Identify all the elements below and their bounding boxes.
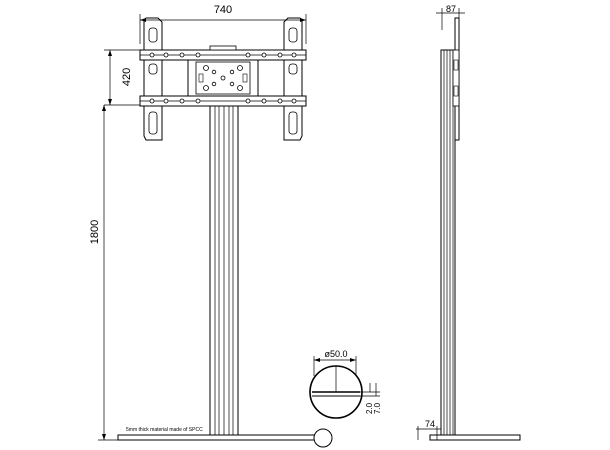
base-material-note: 5mm thick material made of SPCC xyxy=(126,427,203,433)
front-column xyxy=(209,105,239,441)
base-offset-label: 74 xyxy=(425,419,435,429)
bottom-horizontal-rail xyxy=(139,95,307,107)
depth-label: 87 xyxy=(446,4,456,14)
right-vertical-arm xyxy=(283,17,303,141)
tube-detail-view: ø50.0 2.0 7.0 xyxy=(309,349,382,419)
bracket-height-label: 420 xyxy=(121,68,133,86)
tube-diameter-label: ø50.0 xyxy=(324,349,347,359)
width-dimension-label: 740 xyxy=(214,4,232,16)
total-height-label: 1800 xyxy=(89,220,101,244)
center-mounting-plate xyxy=(187,59,259,97)
base-thickness-label-2: 7.0 xyxy=(373,402,382,414)
top-horizontal-rail xyxy=(139,45,307,61)
left-vertical-arm xyxy=(143,17,163,141)
front-view: 740 420 1800 xyxy=(89,4,333,448)
base-detail-marker xyxy=(313,428,333,448)
side-view: 87 74 xyxy=(416,4,521,441)
bracket-height-dimension: 420 xyxy=(104,49,154,106)
width-dimension: 740 xyxy=(139,4,307,44)
base-thickness-label-1: 2.0 xyxy=(365,402,374,414)
total-height-dimension: 1800 xyxy=(89,105,124,441)
